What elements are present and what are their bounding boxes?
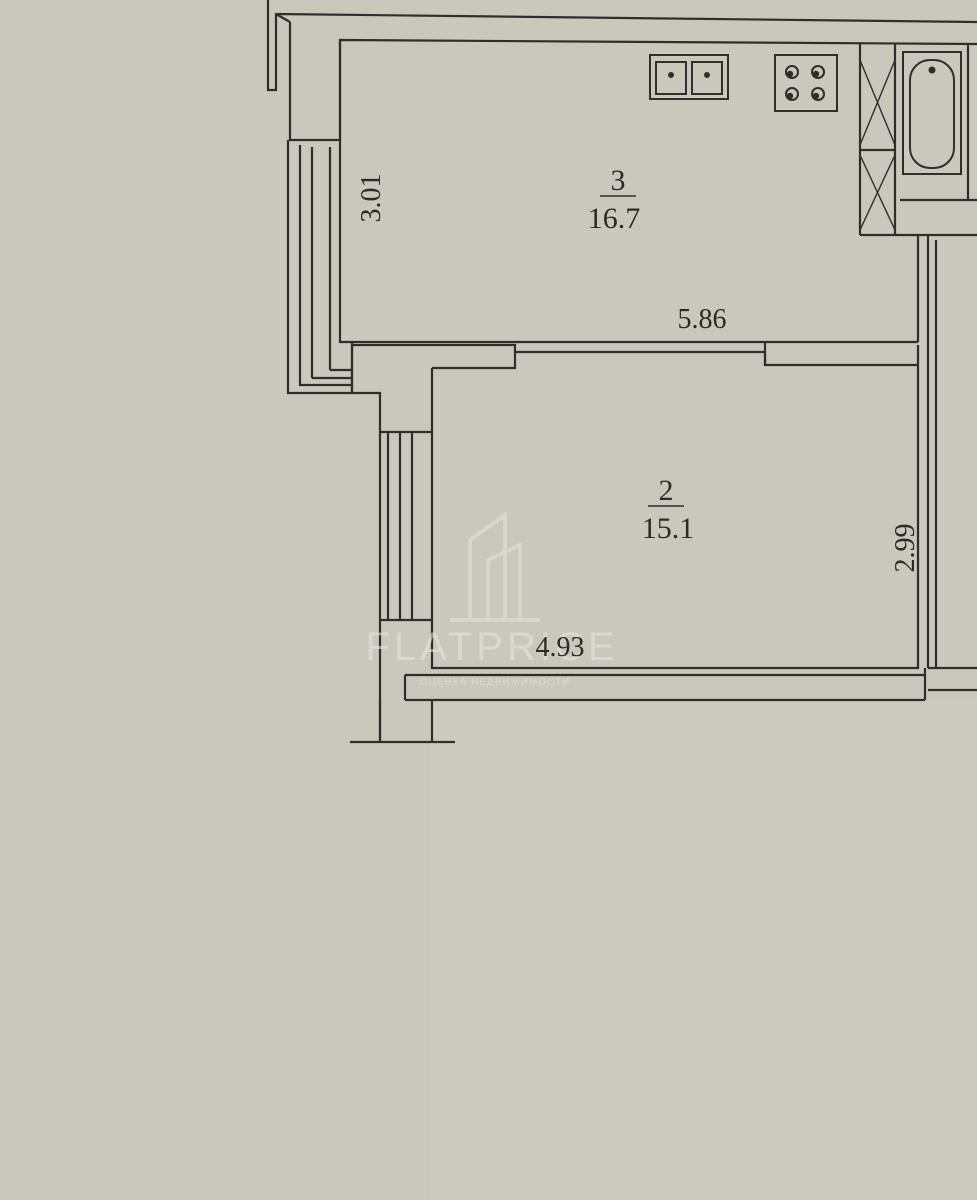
room-2-number: 2: [659, 474, 674, 507]
stove-icon: [774, 54, 838, 112]
sink-icon: [649, 54, 729, 100]
bathtub-icon: [902, 51, 962, 175]
walls: [266, 0, 977, 744]
dimension-room-3-side: 3.01: [356, 174, 387, 223]
watermark-tagline: ОЦЕНКА НЕДВИЖИМОСТИ: [420, 677, 571, 688]
room-3-area: 16.7: [588, 202, 641, 235]
watermark-logo: [450, 511, 540, 622]
dimension-room-3-bottom: 5.86: [678, 304, 727, 335]
dimension-room-2-bottom: 4.93: [536, 632, 585, 663]
watermark-brand: FLATPRICE: [365, 625, 618, 669]
watermark: FLATPRICE ОЦЕНКА НЕДВИЖИМОСТИ: [365, 511, 618, 688]
room-3-number: 3: [611, 164, 626, 197]
room-2-area: 15.1: [642, 512, 695, 545]
paper-shade: [430, 700, 977, 1200]
dimension-room-2-side: 2.99: [890, 524, 921, 573]
